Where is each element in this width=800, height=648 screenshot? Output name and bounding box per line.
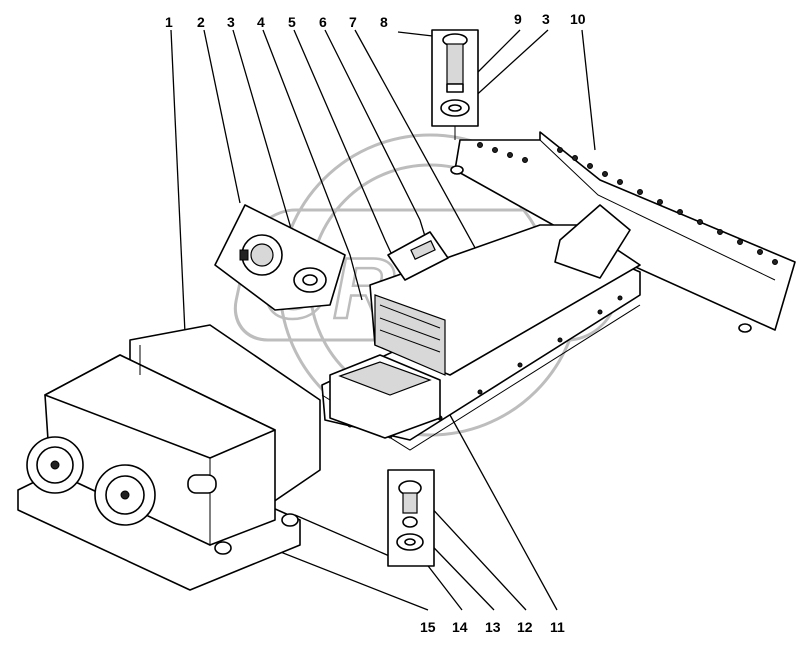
fastener-detail-bottom: [387, 469, 435, 567]
part-5-6-clip: [387, 231, 449, 281]
fan-right-icon: [94, 464, 156, 526]
part-1-heater-unit: [17, 324, 321, 591]
fan-left-icon: [26, 436, 84, 494]
callout-10: 10: [570, 11, 586, 27]
callouts: 1 2 3 4 5 6 7 8 9 3 10 15 14 13 12 11: [165, 11, 586, 635]
callout-7: 7: [349, 14, 357, 30]
callout-2: 2: [197, 14, 205, 30]
callout-13: 13: [485, 619, 501, 635]
part-2-plate: [214, 204, 346, 311]
callout-4: 4: [257, 14, 265, 30]
callout-8: 8: [380, 14, 388, 30]
part-3-washer: [293, 267, 327, 293]
callout-9: 9: [514, 11, 522, 27]
base-box: [329, 354, 441, 439]
fastener-detail-top: [431, 29, 479, 140]
callout-14: 14: [452, 619, 468, 635]
callout-3b: 3: [542, 11, 550, 27]
callout-5: 5: [288, 14, 296, 30]
callout-3: 3: [227, 14, 235, 30]
callout-1: 1: [165, 14, 173, 30]
callout-12: 12: [517, 619, 533, 635]
callout-15: 15: [420, 619, 436, 635]
callout-11: 11: [550, 619, 565, 635]
callout-6: 6: [319, 14, 327, 30]
